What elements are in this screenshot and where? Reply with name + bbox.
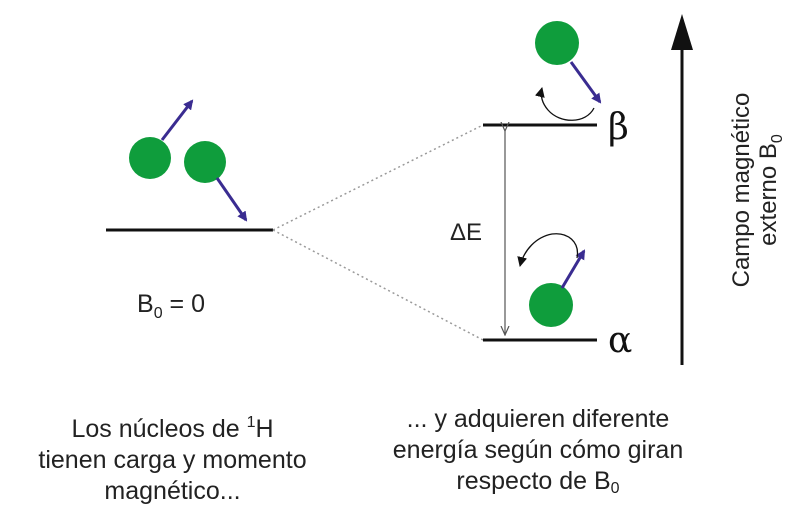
connector-to-alpha bbox=[272, 229, 484, 341]
caption-right: ... y adquieren diferente energía según … bbox=[372, 404, 704, 497]
beta-label: β bbox=[608, 107, 629, 148]
field-label-line1: Campo magnético bbox=[728, 93, 755, 288]
caption-left: Los núcleos de 1H tienen carga y momento… bbox=[0, 414, 345, 507]
caption-right-line1: ... y adquieren diferente bbox=[406, 405, 670, 433]
b0-zero-label: B0 = 0 bbox=[137, 290, 205, 322]
spin-arrow-beta-icon bbox=[569, 61, 602, 104]
delta-e-label: ΔE bbox=[450, 219, 482, 246]
caption-right-line3: respecto de B0 bbox=[456, 467, 620, 497]
spin-arrow-alpha-icon bbox=[560, 249, 586, 289]
nucleus-alpha bbox=[529, 283, 573, 327]
alpha-label: α bbox=[608, 320, 632, 361]
nucleus-left-1 bbox=[129, 137, 171, 179]
spin-arrow-down-icon bbox=[215, 177, 248, 222]
nucleus-left-2 bbox=[184, 141, 226, 183]
caption-right-line2: energía según cómo giran bbox=[392, 436, 684, 464]
caption-left-line2: tienen carga y momento bbox=[38, 446, 307, 474]
spin-arrow-up-icon bbox=[160, 99, 194, 141]
precession-arrow-beta-icon bbox=[534, 87, 595, 121]
precession-arrow-alpha-icon bbox=[517, 233, 579, 267]
field-label-line2: externo B0 bbox=[755, 134, 786, 246]
connector-to-beta bbox=[272, 124, 484, 231]
caption-left-line3: magnético... bbox=[104, 477, 241, 505]
caption-left-line1: Los núcleos de 1H bbox=[71, 414, 274, 444]
field-arrow-head-icon bbox=[671, 14, 693, 50]
nucleus-beta bbox=[535, 21, 579, 65]
